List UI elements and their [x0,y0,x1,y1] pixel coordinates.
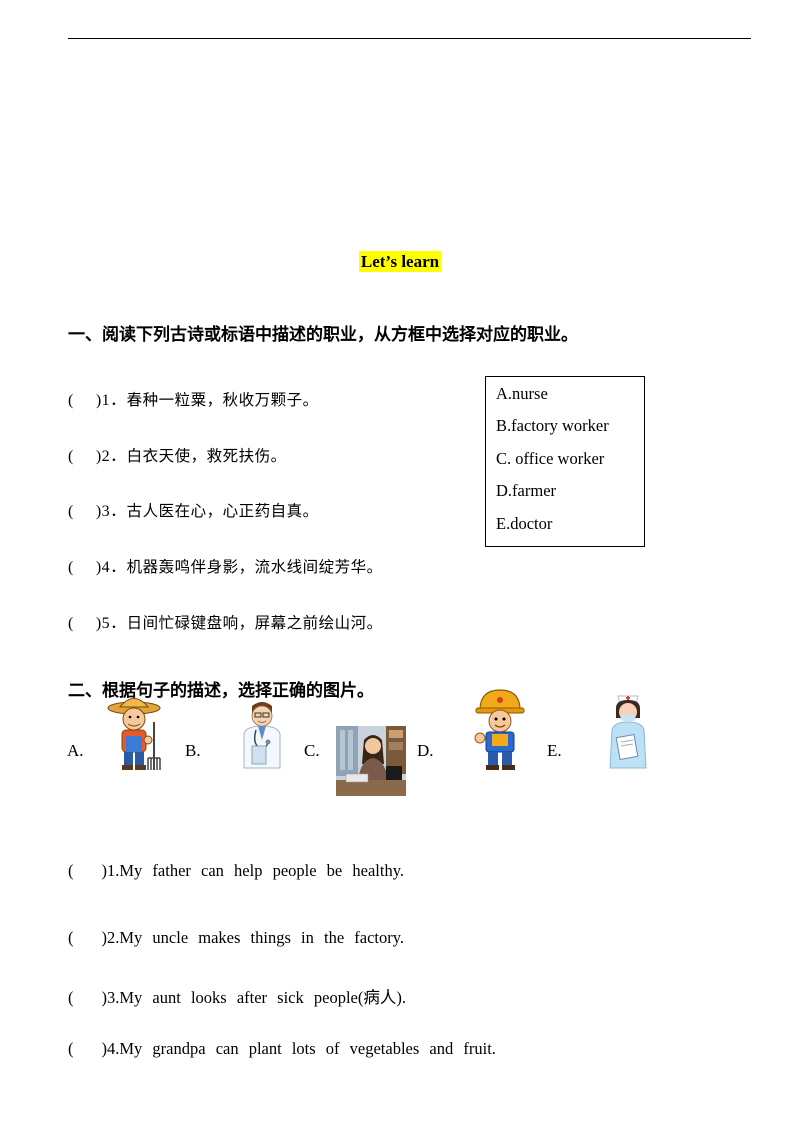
part2-question-1: ()1.My father can help people be healthy… [68,861,404,880]
part1-question-2: ()2．白衣天使，救死扶伤。 [68,447,287,465]
picture-label-c: C. [304,741,320,760]
part2-question-3: ()3.My aunt looks after sick people(病人). [68,988,406,1007]
farmer-icon [107,698,161,770]
part2-question-4: ()4.My grandpa can plant lots of vegetab… [68,1039,496,1058]
part1-heading: 一、阅读下列古诗或标语中描述的职业，从方框中选择对应的职业。 [68,325,578,345]
picture-label-d: D. [417,741,434,760]
option-a: A.nurse [496,384,548,403]
picture-label-b: B. [185,741,201,760]
part1-question-1: ()1．春种一粒粟，秋收万颗子。 [68,391,319,409]
part2-heading: 二、根据句子的描述，选择正确的图片。 [68,681,374,701]
top-rule [68,38,751,39]
part1-question-3: ()3．古人医在心，心正药自真。 [68,502,319,520]
office-worker-icon [336,726,406,796]
part1-question-5: ()5．日间忙碌键盘响，屏幕之前绘山河。 [68,614,383,632]
part1-question-4: ()4．机器轰鸣伴身影，流水线间绽芳华。 [68,558,383,576]
page-title: Let’s learn [358,251,442,272]
picture-label-e: E. [547,741,562,760]
part2-question-2: ()2.My uncle makes things in the factory… [68,928,405,947]
option-b: B.factory worker [496,416,609,435]
doctor-icon [243,702,281,769]
factory-worker-icon [474,689,525,770]
option-c: C. office worker [496,449,605,468]
option-d: D.farmer [496,481,557,500]
picture-label-a: A. [67,741,84,760]
option-e: E.doctor [496,514,553,533]
options-box: A.nurse B.factory worker C. office worke… [485,376,645,547]
nurse-icon [609,695,647,769]
